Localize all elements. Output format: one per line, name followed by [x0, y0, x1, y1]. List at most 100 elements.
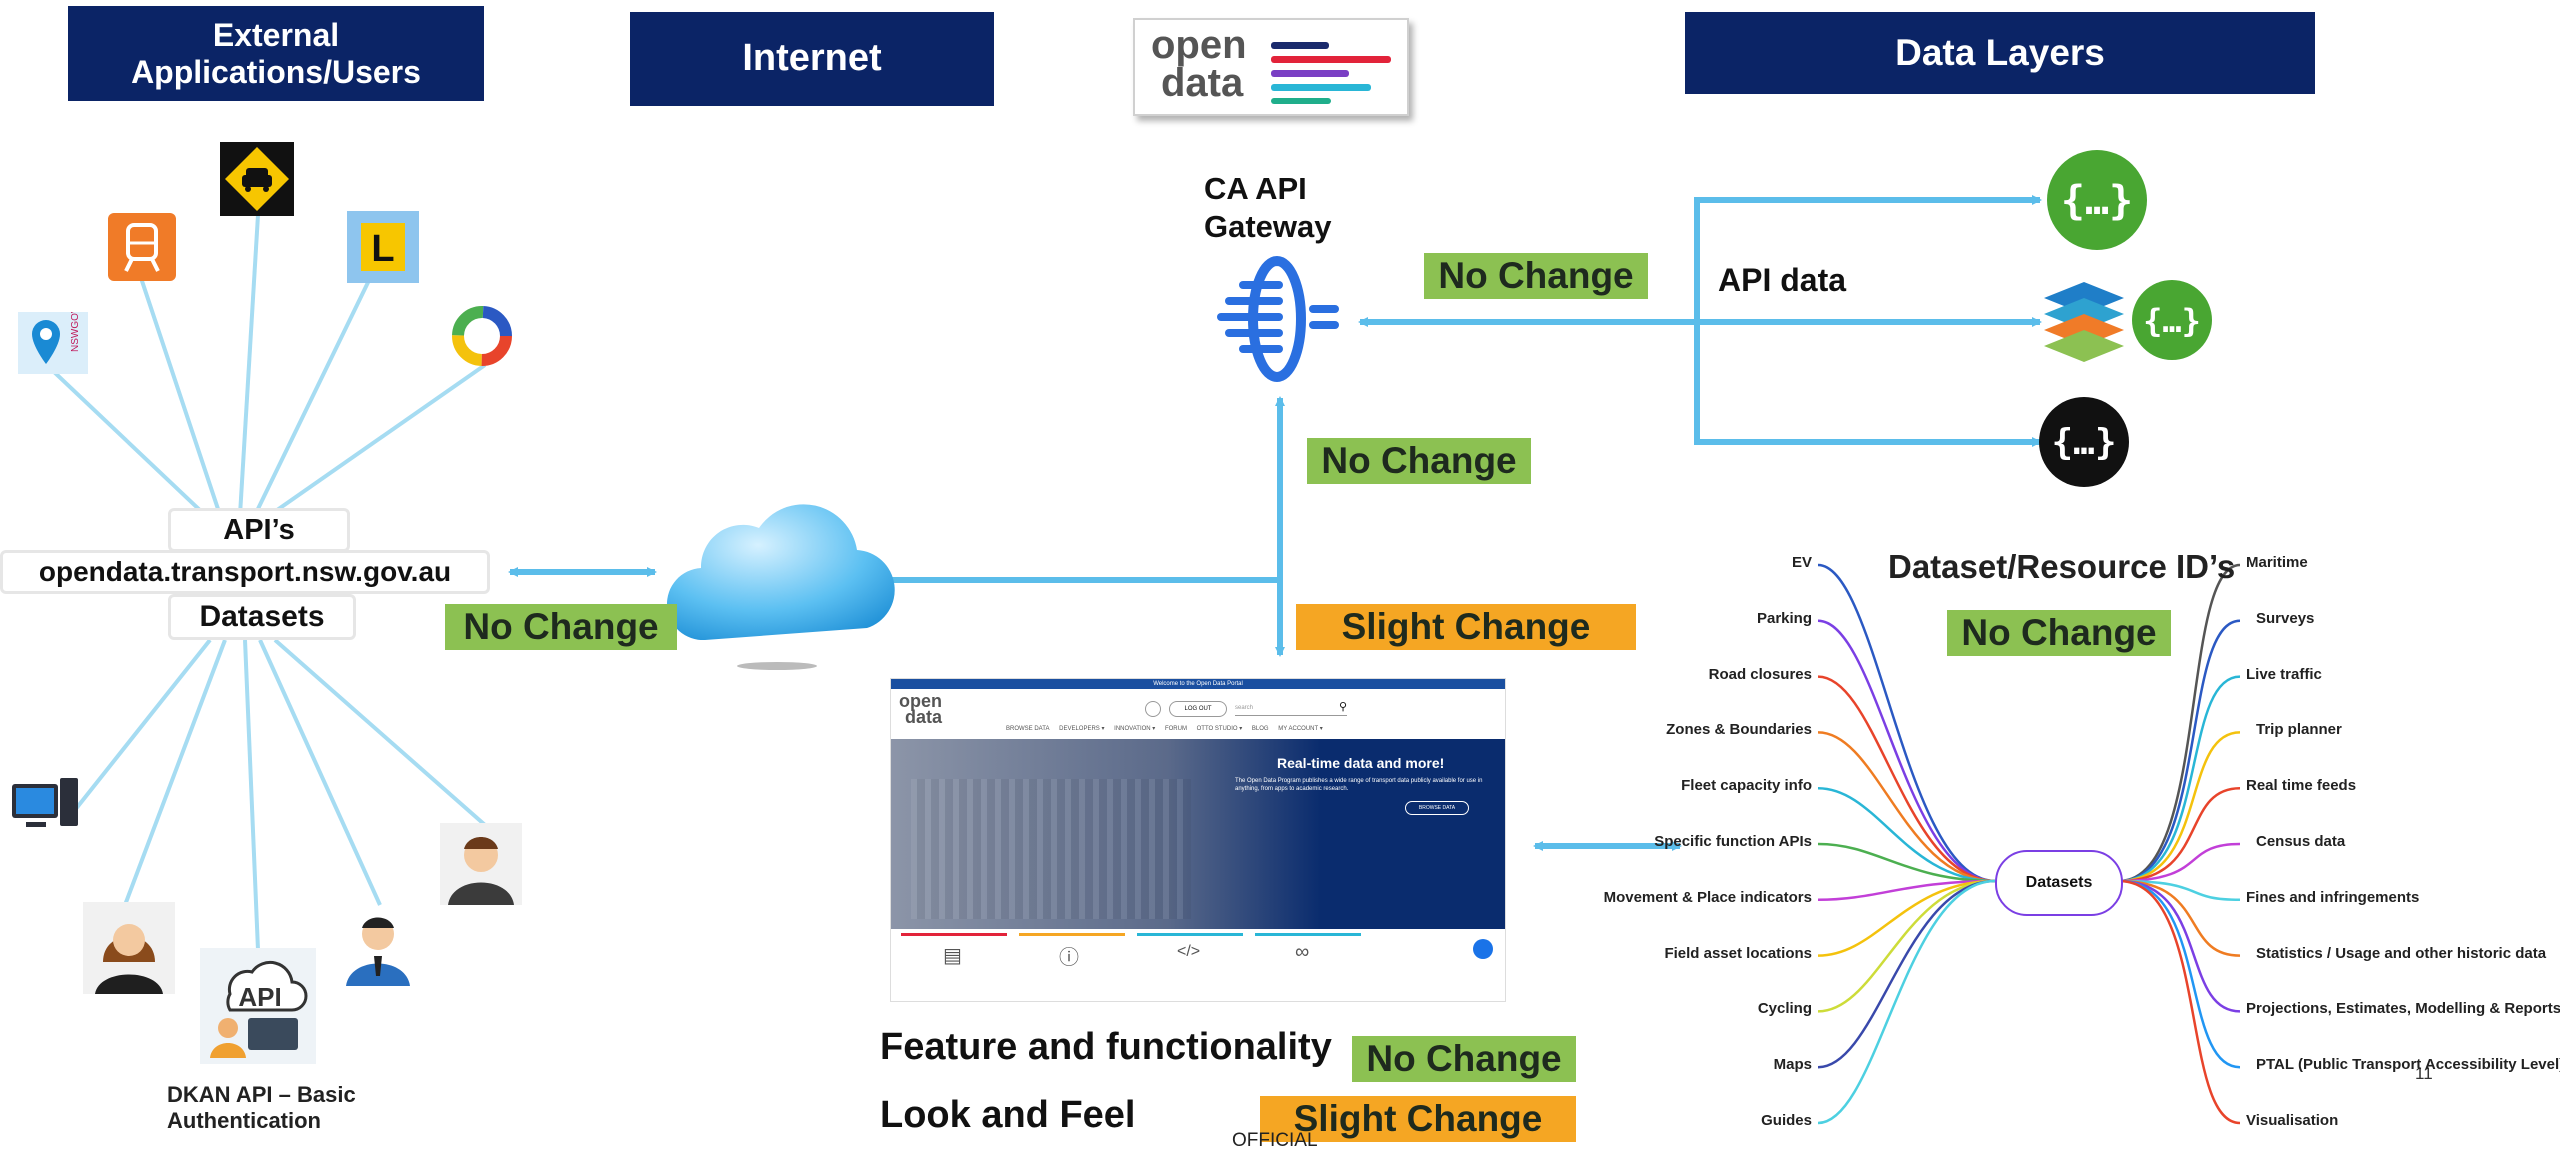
- tag-gateway-layers: No Change: [1424, 253, 1648, 299]
- layers-swagger-icon: {…}: [2044, 280, 2212, 362]
- official-marking: OFFICIAL: [1232, 1130, 1318, 1151]
- link-icon[interactable]: ∞: [1295, 941, 1310, 963]
- mindmap-item-right: Surveys: [2256, 609, 2315, 627]
- header-external: External Applications/Users: [68, 6, 484, 101]
- lock-icon[interactable]: [1145, 701, 1161, 717]
- mindmap-item-right: PTAL (Public Transport Accessibility Lev…: [2256, 1056, 2560, 1074]
- tag-cloud-portal-text: Slight Change: [1341, 606, 1591, 647]
- mindmap-item-right: Statistics / Usage and other historic da…: [2256, 944, 2547, 962]
- tag-datasets: No Change: [1947, 610, 2171, 656]
- mindmap-item-left: Guides: [1761, 1112, 1812, 1129]
- colorful-ring-app-icon: [452, 306, 512, 366]
- nav-otto-studio[interactable]: OTTO STUDIO ▾: [1196, 726, 1243, 732]
- svg-text:{…}: {…}: [2061, 178, 2133, 224]
- nav-forum[interactable]: FORUM: [1164, 726, 1187, 732]
- mindmap-center-text: Datasets: [2025, 874, 2093, 891]
- mindmap-branch-right: [2118, 563, 2241, 883]
- portal-logo-line2: data: [905, 707, 943, 727]
- mindmap-item-left: Field asset locations: [1664, 944, 1812, 962]
- mindmap-item-right: Maritime: [2246, 554, 2308, 571]
- mindmap-item-right: Projections, Estimates, Modelling & Repo…: [2246, 1000, 2560, 1018]
- feature-label: Feature and functionality: [880, 1026, 1332, 1068]
- tag-gateway-layers-text: No Change: [1438, 255, 1634, 296]
- tag-feature-text: No Change: [1366, 1038, 1562, 1079]
- mindmap-branch-left: [1817, 879, 1996, 1125]
- tag-cloud-gateway: No Change: [1307, 438, 1531, 484]
- mindmap-item-left: Specific function APIs: [1654, 833, 1812, 850]
- chat-icon[interactable]: [1473, 939, 1493, 959]
- tag-look: Slight Change: [1260, 1096, 1576, 1142]
- portal-feature-strip: ▤ ⓘ </> ∞: [891, 929, 1505, 999]
- hub-url-text: opendata.transport.nsw.gov.au: [38, 556, 452, 587]
- portal-logo[interactable]: open data: [899, 691, 943, 727]
- info-icon[interactable]: ⓘ: [1059, 947, 1079, 969]
- mindmap-branch-left: [1817, 879, 1996, 902]
- logo-line1: open: [1151, 23, 1247, 67]
- portal-hero: Real-time data and more! The Open Data P…: [891, 739, 1505, 929]
- mindmap-branch-left: [1817, 842, 1996, 883]
- swagger-black-icon: {…}: [2039, 397, 2129, 487]
- nswgov-pin-icon: NSWGOV: [18, 306, 88, 374]
- mindmap-branch-left: [1817, 786, 1996, 883]
- portal-header: open data LOG OUT search ⚲ BROWSE DATA D…: [891, 689, 1505, 739]
- svg-text:{…}: {…}: [2051, 422, 2116, 463]
- mindmap-item-left: Parking: [1756, 609, 1812, 627]
- arrow-to-layer-3: [1694, 200, 2042, 447]
- mindmap-branch-right: [2118, 879, 2241, 1125]
- code-icon[interactable]: </>: [1177, 943, 1201, 960]
- look-label: Look and Feel: [880, 1094, 1136, 1136]
- mindmap-branch-right: [2118, 842, 2241, 883]
- hub-spokes: [50, 214, 487, 951]
- nav-innovation[interactable]: INNOVATION ▾: [1114, 726, 1156, 732]
- stack-icon[interactable]: ▤: [943, 945, 962, 967]
- mindmap-item-left: Maps: [1773, 1056, 1812, 1074]
- mindmap-item-left: Movement & Place indicators: [1603, 888, 1812, 906]
- tag-hub-cloud: No Change: [445, 604, 677, 650]
- generic-user-icon: [440, 823, 522, 905]
- car-sign-icon: [220, 142, 294, 216]
- tag-feature: No Change: [1352, 1036, 1576, 1082]
- logo-text: open data: [1151, 23, 1247, 103]
- api-developer-icon: API: [200, 948, 316, 1064]
- mindmap-branches: [1817, 563, 2241, 1125]
- hero-image: [911, 779, 1191, 919]
- header-internet: Internet: [630, 12, 994, 106]
- nav-browse-data[interactable]: BROWSE DATA: [1006, 726, 1050, 732]
- portal-logo-line1: open: [899, 691, 942, 711]
- mindmap-branch-right: [2118, 879, 2241, 957]
- hero-title: Real-time data and more!: [1277, 755, 1445, 771]
- logout-button[interactable]: LOG OUT: [1169, 701, 1227, 717]
- mindmap-branch-right: [2118, 619, 2241, 883]
- header-internet-text: Internet: [742, 37, 882, 80]
- api-gateway-icon: [1217, 255, 1339, 383]
- svg-text:L: L: [371, 228, 394, 270]
- nav-blog[interactable]: BLOG: [1251, 726, 1269, 732]
- learner-plate-icon: L: [347, 211, 419, 283]
- mindmap-item-right: Visualisation: [2246, 1112, 2339, 1129]
- tag-look-text: Slight Change: [1293, 1098, 1543, 1139]
- mindmap-center: Datasets: [1995, 850, 2123, 916]
- hero-browse-button[interactable]: BROWSE DATA: [1405, 801, 1469, 815]
- mindmap-item-left: Zones & Boundaries: [1666, 721, 1812, 739]
- train-app-icon: [108, 213, 176, 281]
- mindmap-item-right: Census data: [2256, 833, 2346, 850]
- mindmap-item-left: Cycling: [1757, 1000, 1812, 1018]
- hub-apis-text: API’s: [223, 513, 295, 546]
- portal-search-input[interactable]: search: [1235, 701, 1347, 716]
- tag-cloud-gateway-text: No Change: [1321, 440, 1517, 481]
- nav-developers[interactable]: DEVELOPERS ▾: [1059, 726, 1105, 732]
- logo-stripes: [1271, 42, 1391, 104]
- hub-url-label: opendata.transport.nsw.gov.au: [0, 550, 490, 594]
- portal-nav: BROWSE DATA DEVELOPERS ▾ INNOVATION ▾ FO…: [1006, 725, 1323, 732]
- mindmap-item-right: Live traffic: [2246, 665, 2322, 683]
- tag-hub-cloud-text: No Change: [463, 606, 659, 647]
- mindmap-item-left: EV: [1791, 554, 1812, 571]
- nav-my-account[interactable]: MY ACCOUNT ▾: [1278, 726, 1323, 732]
- mindmap-branch-left: [1817, 563, 1996, 883]
- portal-search-icon[interactable]: ⚲: [1339, 701, 1348, 713]
- tag-cloud-portal: Slight Change: [1296, 604, 1636, 650]
- portal-screenshot: Welcome to the Open Data Portal open dat…: [890, 678, 1506, 1002]
- hero-text: The Open Data Program publishes a wide r…: [1235, 778, 1483, 792]
- hub-datasets-text: Datasets: [199, 600, 325, 633]
- mindmap-branch-left: [1817, 731, 1996, 883]
